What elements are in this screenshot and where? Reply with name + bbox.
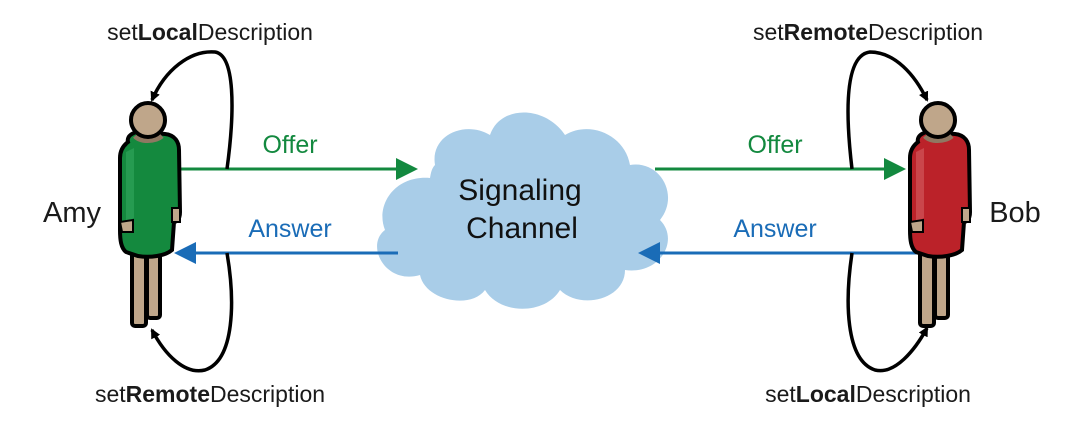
bob-person-icon	[908, 101, 973, 328]
amy-top-call-label: setLocalDescription	[107, 19, 313, 45]
cloud-icon	[377, 112, 669, 309]
bob-answer-label: Answer	[733, 215, 816, 243]
amy-set-remote-loop	[150, 252, 234, 373]
amy-person-icon	[118, 101, 183, 328]
bob-bottom-call-label: setLocalDescription	[765, 381, 971, 407]
bob-answer-arrow	[638, 242, 918, 264]
cloud-label-line1: Signaling	[458, 174, 581, 207]
amy-set-local-loop	[150, 50, 234, 170]
bob-name-label: Bob	[989, 197, 1041, 229]
bob-set-local-loop	[846, 252, 929, 373]
cloud-label-line2: Channel	[466, 212, 578, 245]
amy-name-label: Amy	[43, 197, 102, 229]
amy-answer-label: Answer	[248, 215, 331, 243]
bob-offer-label: Offer	[747, 131, 802, 159]
amy-offer-arrow	[180, 158, 418, 180]
amy-bottom-call-label: setRemoteDescription	[95, 381, 325, 407]
amy-offer-label: Offer	[262, 131, 317, 159]
bob-offer-arrow	[655, 158, 906, 180]
amy-answer-arrow	[174, 242, 398, 264]
bob-top-call-label: setRemoteDescription	[753, 19, 983, 45]
bob-set-remote-loop	[846, 50, 929, 170]
